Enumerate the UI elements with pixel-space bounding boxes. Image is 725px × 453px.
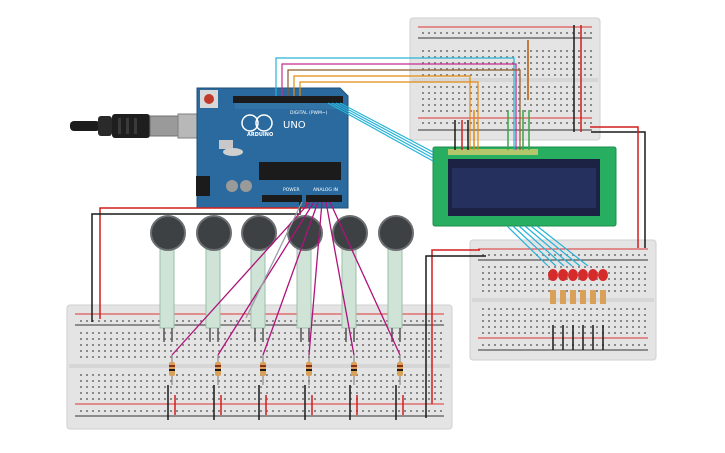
led[interactable] [548, 269, 558, 304]
resistor[interactable] [397, 355, 403, 385]
led[interactable] [588, 269, 598, 304]
led[interactable] [598, 269, 608, 304]
brand-label: ARDUINO [247, 132, 273, 138]
led[interactable] [558, 269, 568, 304]
reset-button[interactable] [204, 94, 214, 104]
power-label: POWER [283, 187, 300, 193]
led-control-wires [506, 225, 589, 267]
analog-label: ANALOG IN [313, 187, 338, 193]
microcontroller-chip [259, 162, 341, 180]
lcd-breadboard-wires [454, 25, 582, 150]
lcd-data-wires [275, 57, 521, 162]
force-sensor[interactable] [332, 215, 368, 342]
resistor[interactable] [351, 355, 357, 385]
resistor[interactable] [215, 355, 221, 385]
force-sensor[interactable] [196, 215, 232, 342]
rail-jumper-wires [167, 385, 404, 420]
analog-header[interactable] [306, 195, 342, 202]
digital-header[interactable] [233, 96, 343, 103]
force-sensor[interactable] [150, 215, 186, 342]
led[interactable] [568, 269, 578, 304]
breadboard-top-right[interactable] [409, 17, 601, 141]
digital-label: DIGITAL (PWM~) [290, 110, 328, 116]
usb-cable-icon[interactable] [70, 113, 201, 139]
power-header[interactable] [262, 195, 302, 202]
led-ground-wires [552, 325, 604, 350]
analog-signal-wires [171, 201, 401, 356]
power-wires [91, 126, 646, 418]
arduino-logo-icon [241, 114, 259, 132]
model-label: UNO [283, 120, 306, 131]
resistor[interactable] [169, 355, 175, 385]
force-sensor-array [150, 215, 414, 342]
led-array [548, 269, 608, 304]
force-sensor[interactable] [378, 215, 414, 342]
led[interactable] [578, 269, 588, 304]
force-sensor[interactable] [241, 215, 277, 342]
pull-down-resistors [169, 355, 403, 385]
lcd-16x2-icon[interactable] [432, 146, 617, 227]
resistor[interactable] [260, 355, 266, 385]
force-sensor[interactable] [287, 215, 323, 342]
resistor[interactable] [306, 355, 312, 385]
arduino-uno-board[interactable]: DIGITAL (PWM~) ARDUINO UNO POWER ANALOG … [196, 87, 349, 209]
